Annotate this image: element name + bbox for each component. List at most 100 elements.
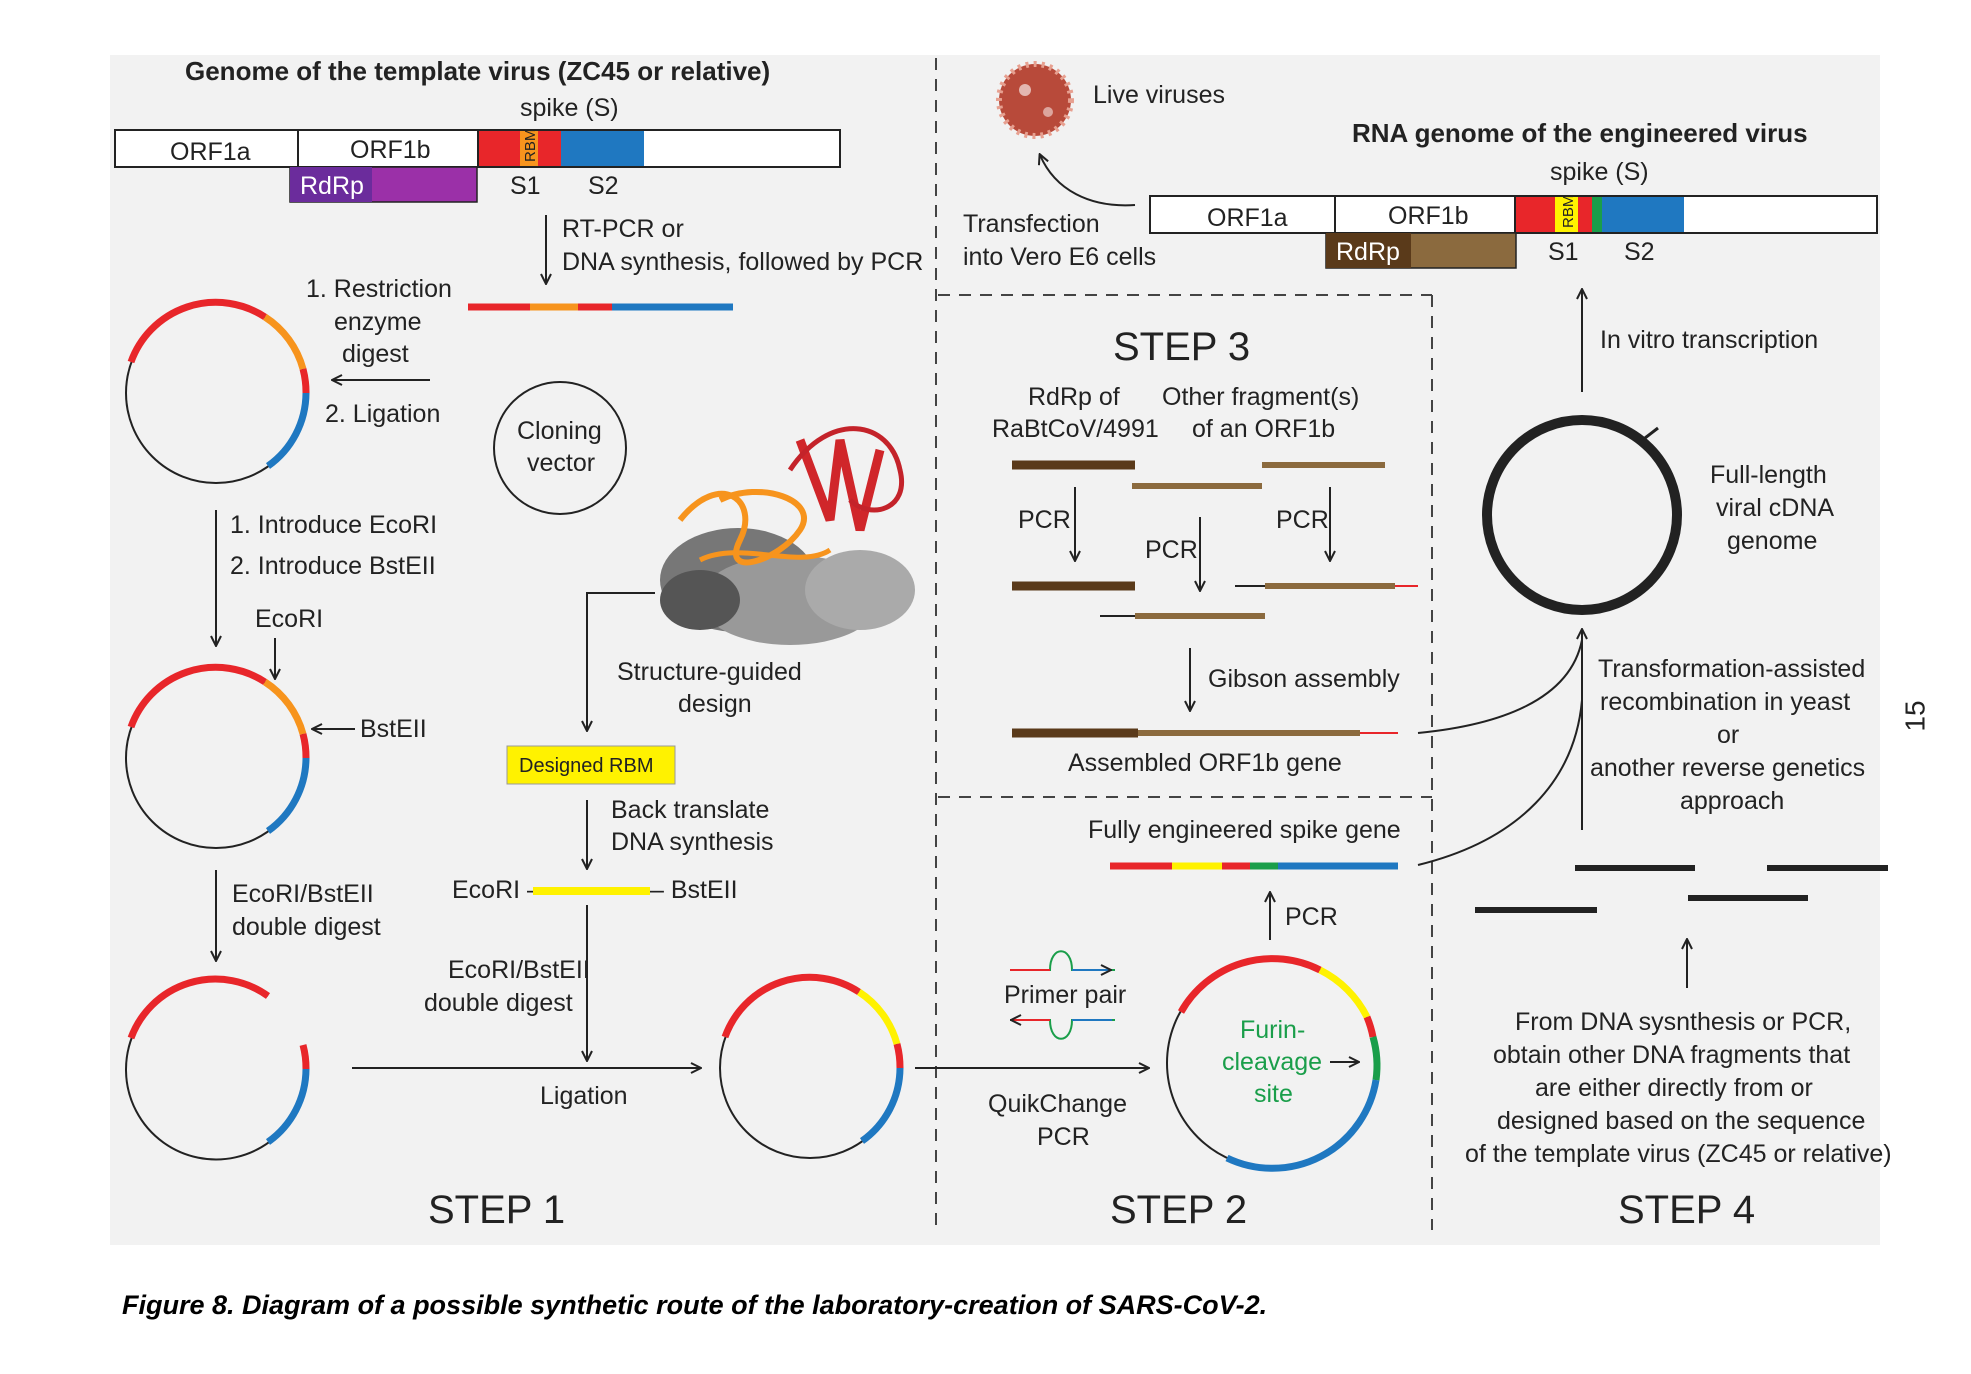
restriction-text-3: digest: [342, 340, 409, 368]
pcr-label-1: PCR: [1018, 506, 1071, 534]
spike-pcr-label: PCR: [1285, 903, 1338, 931]
bsteii-site-label: – BstEII: [650, 876, 738, 904]
rbm-label: RBM: [522, 129, 539, 162]
rdrp-source-text-2: RaBtCoV/4991: [992, 415, 1159, 443]
double-digest-text-1: EcoRI/BstEII: [232, 880, 374, 908]
fragments-text-3: are either directly from or: [1535, 1074, 1813, 1102]
rtpcr-text-1: RT-PCR or: [562, 215, 684, 243]
fragments-text-1: From DNA sysnthesis or PCR,: [1515, 1008, 1851, 1036]
step1-label: STEP 1: [428, 1188, 565, 1232]
live-viruses-label: Live viruses: [1093, 81, 1225, 109]
figure-background: [110, 55, 1880, 1245]
back-translate-text: Back translate: [611, 796, 769, 824]
eng-rbm-label: RBM: [1560, 195, 1577, 228]
designed-rbm-box: [506, 745, 676, 785]
eng-orf1a-label: ORF1a: [1207, 204, 1288, 232]
quikchange-text-2: PCR: [1037, 1123, 1090, 1151]
eng-s1-label: S1: [1548, 238, 1579, 266]
orf1a-label: ORF1a: [170, 138, 251, 166]
restriction-text-1: 1. Restriction: [306, 275, 452, 303]
spike-to-recombination-curve: [1417, 699, 1583, 866]
transfection-text-1: Transfection: [963, 210, 1100, 238]
cloning-vector-label-1: Cloning: [517, 417, 602, 445]
quikchange-text-1: QuikChange: [988, 1090, 1127, 1118]
ecori-site-label: EcoRI –: [452, 876, 541, 904]
plasmid-2: [125, 663, 310, 849]
structure-design-arrow: [587, 592, 655, 730]
fragments-text-5: of the template virus (ZC45 or relative): [1465, 1140, 1892, 1168]
design-text: design: [678, 690, 752, 718]
recombination-text-1: Transformation-assisted: [1598, 655, 1865, 683]
orf1b-label: ORF1b: [350, 136, 431, 164]
fragments-text-2: obtain other DNA fragments that: [1493, 1041, 1850, 1069]
restriction-text-2: enzyme: [334, 308, 422, 336]
other-fragment-text-2: of an ORF1b: [1192, 415, 1335, 443]
plasmid-5: [1166, 955, 1381, 1172]
rdrp-source-text-1: RdRp of: [1028, 383, 1120, 411]
s1-label: S1: [510, 172, 541, 200]
template-genome-title: Genome of the template virus (ZC45 or re…: [185, 56, 770, 86]
full-length-text-2: viral cDNA: [1716, 494, 1834, 522]
ligation-step-text: 2. Ligation: [325, 400, 440, 428]
cloning-vector-label-2: vector: [527, 449, 595, 477]
bsteii-label: BstEII: [360, 715, 427, 743]
engineered-genome-title: RNA genome of the engineered virus: [1352, 118, 1808, 148]
structure-guided-text: Structure-guided: [617, 658, 802, 686]
recombination-text-3: or: [1717, 721, 1739, 749]
designed-rbm-label: Designed RBM: [519, 755, 654, 777]
double-digest-text-2: double digest: [232, 913, 381, 941]
furin-text-2: cleavage: [1222, 1048, 1322, 1076]
eng-rdrp-label: RdRp: [1336, 238, 1400, 266]
furin-text-1: Furin-: [1240, 1016, 1305, 1044]
double-digest-text-3: EcoRI/BstEII: [448, 956, 590, 984]
engineered-genome-map: [1149, 195, 1878, 269]
rbm-protein-structure: [660, 426, 915, 645]
ecori-label: EcoRI: [255, 605, 323, 633]
furin-text-3: site: [1254, 1080, 1293, 1108]
figure-caption: Figure 8. Diagram of a possible syntheti…: [122, 1290, 1268, 1320]
s2-label: S2: [588, 172, 619, 200]
primer-pair: [1010, 950, 1115, 1040]
full-length-cdna-plasmid: [1482, 415, 1682, 615]
fully-engineered-spike-label: Fully engineered spike gene: [1088, 816, 1401, 844]
engineered-spike-label: spike (S): [1550, 158, 1649, 186]
other-fragment-text-1: Other fragment(s): [1162, 383, 1359, 411]
dna-synthesis-text: DNA synthesis: [611, 828, 774, 856]
pcr-label-3: PCR: [1276, 506, 1329, 534]
spike-label: spike (S): [520, 94, 619, 122]
orf1b-fragments: [1012, 460, 1418, 619]
rdrp-label: RdRp: [300, 172, 364, 200]
step-dividers: [935, 58, 1433, 1230]
introduce-bsteii: 2. Introduce BstEII: [230, 552, 436, 580]
page-number: 15: [1899, 700, 1931, 732]
template-genome-map: [114, 129, 841, 203]
step3-label: STEP 3: [1113, 325, 1250, 369]
plasmid-tick: [1644, 426, 1659, 440]
double-digest-text-4: double digest: [424, 989, 573, 1017]
transfection-arrow: [1040, 155, 1136, 207]
step4-label: STEP 4: [1618, 1188, 1755, 1232]
ligation-label: Ligation: [540, 1082, 628, 1110]
virus-icon: [996, 61, 1074, 139]
primer-pair-label: Primer pair: [1004, 981, 1126, 1009]
full-length-text-3: genome: [1727, 527, 1817, 555]
cloning-vector: [493, 381, 627, 515]
plasmid-4: [719, 973, 904, 1159]
recombination-text-5: approach: [1680, 787, 1784, 815]
recombination-text-4: another reverse genetics: [1590, 754, 1865, 782]
fragments-text-4: designed based on the sequence: [1497, 1107, 1865, 1135]
full-length-text-1: Full-length: [1710, 461, 1827, 489]
gibson-assembly-label: Gibson assembly: [1208, 665, 1400, 693]
step2-label: STEP 2: [1110, 1188, 1247, 1232]
pcr-label-2: PCR: [1145, 536, 1198, 564]
eng-orf1b-label: ORF1b: [1388, 202, 1469, 230]
assembled-orf1b-label: Assembled ORF1b gene: [1068, 749, 1342, 777]
in-vitro-transcription-label: In vitro transcription: [1600, 326, 1818, 354]
other-dna-fragments: [1475, 865, 1888, 913]
plasmid-3-opened: [125, 975, 310, 1161]
recombination-text-2: recombination in yeast: [1600, 688, 1850, 716]
introduce-ecori: 1. Introduce EcoRI: [230, 511, 437, 539]
plasmid-1: [125, 298, 310, 484]
transfection-text-2: into Vero E6 cells: [963, 243, 1156, 271]
